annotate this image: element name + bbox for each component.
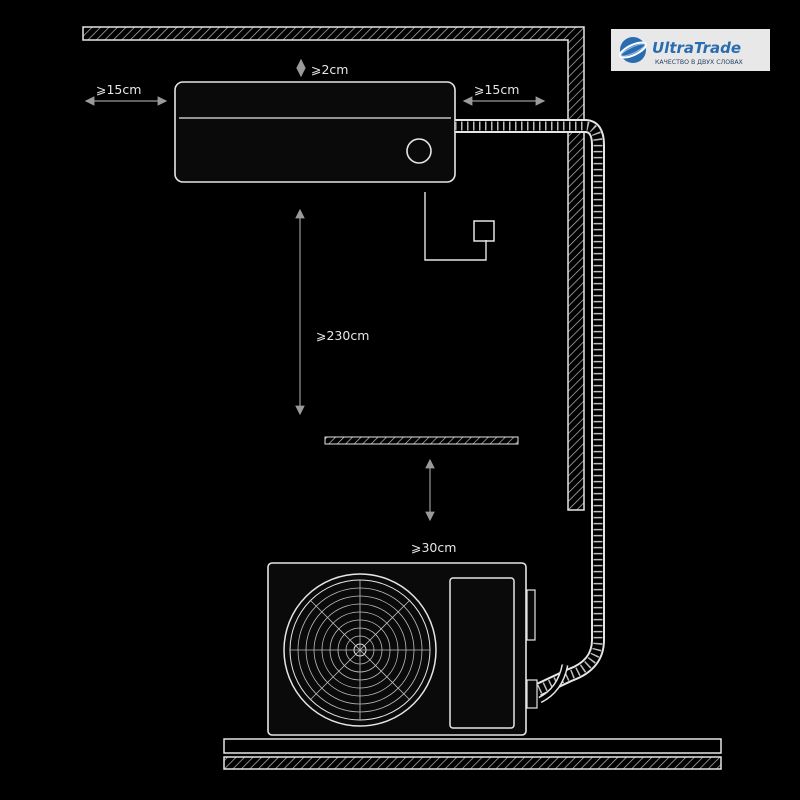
indoor-unit	[174, 81, 456, 183]
wall-socket	[424, 192, 495, 261]
outdoor-unit	[267, 562, 538, 736]
top-clearance-label: ⩾2cm	[311, 62, 348, 77]
fan-icon	[283, 573, 437, 727]
ceiling-wall	[82, 26, 585, 511]
globe-icon	[619, 37, 647, 63]
ultratrade-logo: UltraTrade КАЧЕСТВО В ДВУХ СЛОВАХ	[611, 29, 770, 71]
obstacle-shelf	[324, 436, 519, 445]
refrigerant-pipe	[455, 119, 605, 704]
circle-icon	[406, 138, 432, 164]
logo-brand: UltraTrade	[652, 39, 741, 57]
outdoor-clearance-label: ⩾30cm	[411, 540, 456, 555]
left-clearance-label: ⩾15cm	[96, 82, 141, 97]
logo-tagline: КАЧЕСТВО В ДВУХ СЛОВАХ	[655, 59, 744, 66]
height-label: ⩾230cm	[316, 328, 369, 343]
right-clearance-label: ⩾15cm	[474, 82, 519, 97]
dimension-arrows	[84, 58, 546, 522]
ground	[223, 738, 722, 770]
socket-icon	[473, 220, 495, 242]
